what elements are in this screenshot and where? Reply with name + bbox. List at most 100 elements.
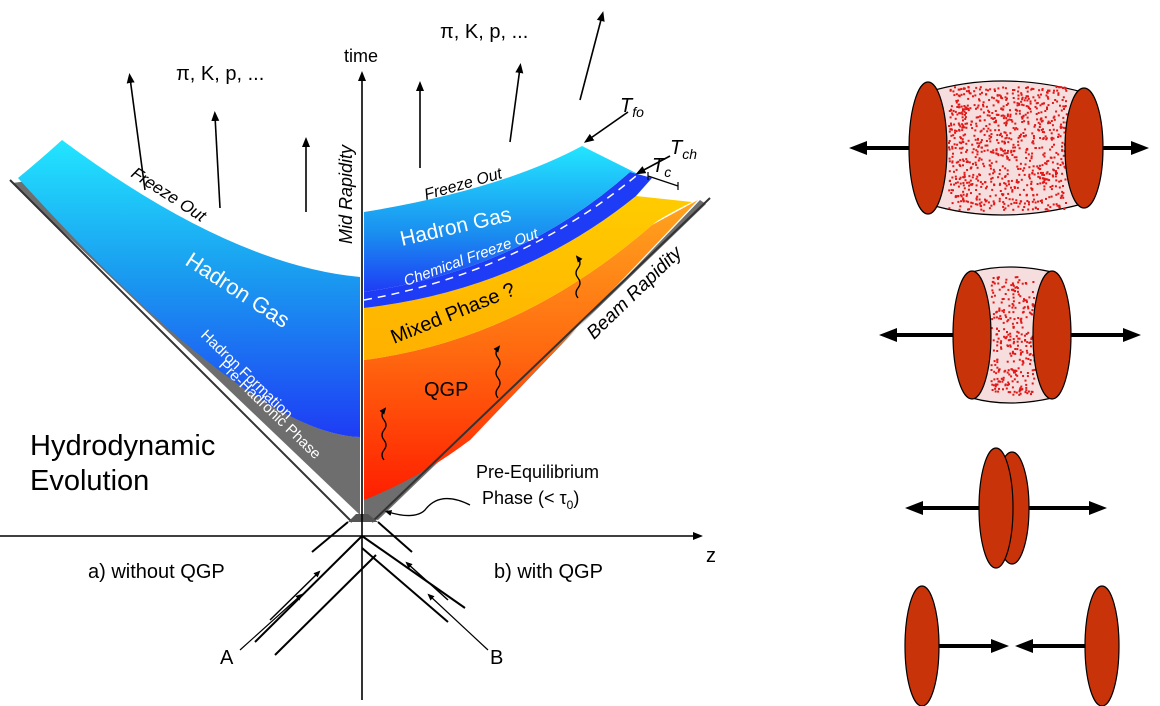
fireball-dot <box>1013 369 1016 372</box>
fireball-dot <box>965 150 968 153</box>
fireball-dot <box>1017 136 1020 139</box>
fireball-dot <box>989 150 992 153</box>
fireball-dot <box>1031 303 1034 306</box>
fireball-dot <box>997 276 1000 279</box>
fireball-dot <box>1000 148 1003 151</box>
fireball-dot <box>1023 202 1026 205</box>
fireball-dot <box>980 141 983 144</box>
fireball-dot <box>968 184 971 187</box>
fireball-dot <box>1017 331 1020 334</box>
fireball-dot <box>1024 282 1027 284</box>
fireball-dot <box>977 144 980 147</box>
fireball-dot <box>1032 140 1035 143</box>
fireball-dot <box>993 378 996 381</box>
fireball-dot <box>986 130 989 133</box>
fireball-dot <box>954 147 957 149</box>
fireball-dot <box>1041 201 1043 204</box>
fireball-dot <box>948 180 951 183</box>
fireball-dot <box>1004 96 1007 99</box>
fireball-dot <box>968 181 971 184</box>
fireball-dot <box>1055 179 1058 182</box>
fireball-dot <box>978 99 981 102</box>
fireball-dot <box>1007 102 1010 105</box>
fireball-dot <box>1053 89 1055 92</box>
fireball-dot <box>987 109 990 112</box>
fireball-dot <box>999 190 1002 192</box>
fireball-dot <box>1000 114 1003 117</box>
fireball-dot <box>1039 200 1042 202</box>
fireball-dot <box>993 282 996 285</box>
fireball-dot <box>1044 110 1047 112</box>
fireball-dot <box>1031 309 1034 312</box>
fireball-dot <box>1020 178 1023 181</box>
fireball-dot <box>959 194 962 197</box>
fireball-dot <box>979 181 982 184</box>
fireball-dot <box>990 133 993 136</box>
fireball-dot <box>983 203 986 206</box>
fireball-dot <box>1027 331 1030 334</box>
fireball-dot <box>1041 146 1044 149</box>
fireball-dot <box>1016 348 1019 351</box>
fireball-dot <box>996 327 998 330</box>
fireball-dot <box>1009 338 1012 341</box>
fireball-dot <box>1012 338 1015 340</box>
fireball-dot <box>963 175 966 178</box>
fireball-dot <box>951 147 954 150</box>
fireball-dot <box>1032 135 1035 137</box>
fireball-dot <box>1039 104 1042 107</box>
fireball-dot <box>1037 111 1040 114</box>
fireball-dot <box>1031 132 1034 135</box>
fireball-dot <box>948 170 951 173</box>
fireball-dot <box>1015 112 1018 115</box>
fireball-dot <box>1000 340 1003 343</box>
case-a-label: a) without QGP <box>88 561 225 583</box>
fireball-dot <box>1029 110 1032 113</box>
fireball-dot <box>1008 118 1011 121</box>
fireball-dot <box>1001 165 1004 168</box>
fireball-dot <box>1006 169 1009 172</box>
fireball-dot <box>1016 380 1019 383</box>
fireball-dot <box>1014 146 1017 149</box>
fireball-dot <box>1012 352 1014 355</box>
fireball-dot <box>1014 286 1017 289</box>
fireball-dot <box>999 342 1002 345</box>
fireball-dot <box>952 134 955 137</box>
fireball-dot <box>961 108 964 111</box>
fireball-dot <box>1005 104 1008 106</box>
fireball-dot <box>958 141 961 144</box>
fireball-dot <box>958 128 961 131</box>
fireball-dot <box>983 133 986 136</box>
fireball-dot <box>1062 185 1064 187</box>
fireball-dot <box>955 168 958 171</box>
nucleus-b-label: B <box>490 647 503 669</box>
fireball-dot <box>958 95 961 98</box>
fireball-dot <box>1045 162 1048 165</box>
nucleus-left-large <box>908 81 948 215</box>
fireball-dot <box>976 166 979 169</box>
fireball-dot <box>1019 167 1022 170</box>
fireball-dot <box>1060 109 1063 112</box>
fireball-dot <box>1007 381 1010 384</box>
fireball-dot <box>1062 96 1065 99</box>
fireball-dot <box>992 277 995 279</box>
fireball-dot <box>1000 346 1002 349</box>
fireball-dot <box>963 110 966 113</box>
fireball-dot <box>1050 156 1053 159</box>
fireball-dot <box>960 105 963 108</box>
fireball-dot <box>975 163 978 166</box>
fireball-dot <box>1003 140 1006 143</box>
fireball-dot <box>1062 87 1064 89</box>
fireball-dot <box>996 94 999 97</box>
fireball-dot <box>1044 208 1047 211</box>
fireball-dot <box>1012 326 1015 328</box>
fireball-dot <box>958 88 961 91</box>
fireball-dot <box>967 200 970 203</box>
fireball-dot <box>1003 370 1006 373</box>
fireball-dot <box>1037 121 1040 124</box>
fireball-dot <box>1005 155 1008 158</box>
fireball-dot <box>1046 106 1048 109</box>
fireball-dot <box>1001 286 1004 289</box>
fireball-dot <box>1031 313 1033 316</box>
fireball-dot <box>1023 173 1026 176</box>
fireball-dot <box>974 161 977 164</box>
